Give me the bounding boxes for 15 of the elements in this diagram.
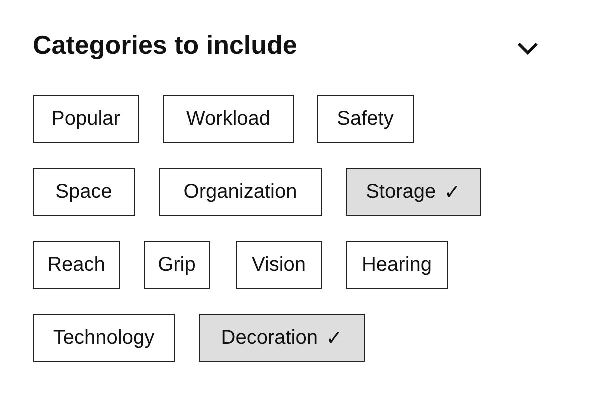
category-chip: Vision (236, 241, 322, 289)
category-chip: Technology (33, 314, 175, 362)
check-mark: ✓ (444, 180, 461, 204)
category-chip: Grip (144, 241, 210, 289)
check-mark: ✓ (326, 326, 343, 350)
category-chip: Safety (317, 95, 414, 143)
heading: Categories to include (33, 30, 298, 61)
category-chip: Reach (33, 241, 120, 289)
category-chip: Decoration ✓ (199, 314, 365, 362)
category-chip: Space (33, 168, 135, 216)
category-chip: Popular (33, 95, 139, 143)
category-chip: Hearing (346, 241, 448, 289)
category-chip: Storage ✓ (346, 168, 481, 216)
category-chip: Workload (163, 95, 294, 143)
category-chip: Organization (159, 168, 322, 216)
